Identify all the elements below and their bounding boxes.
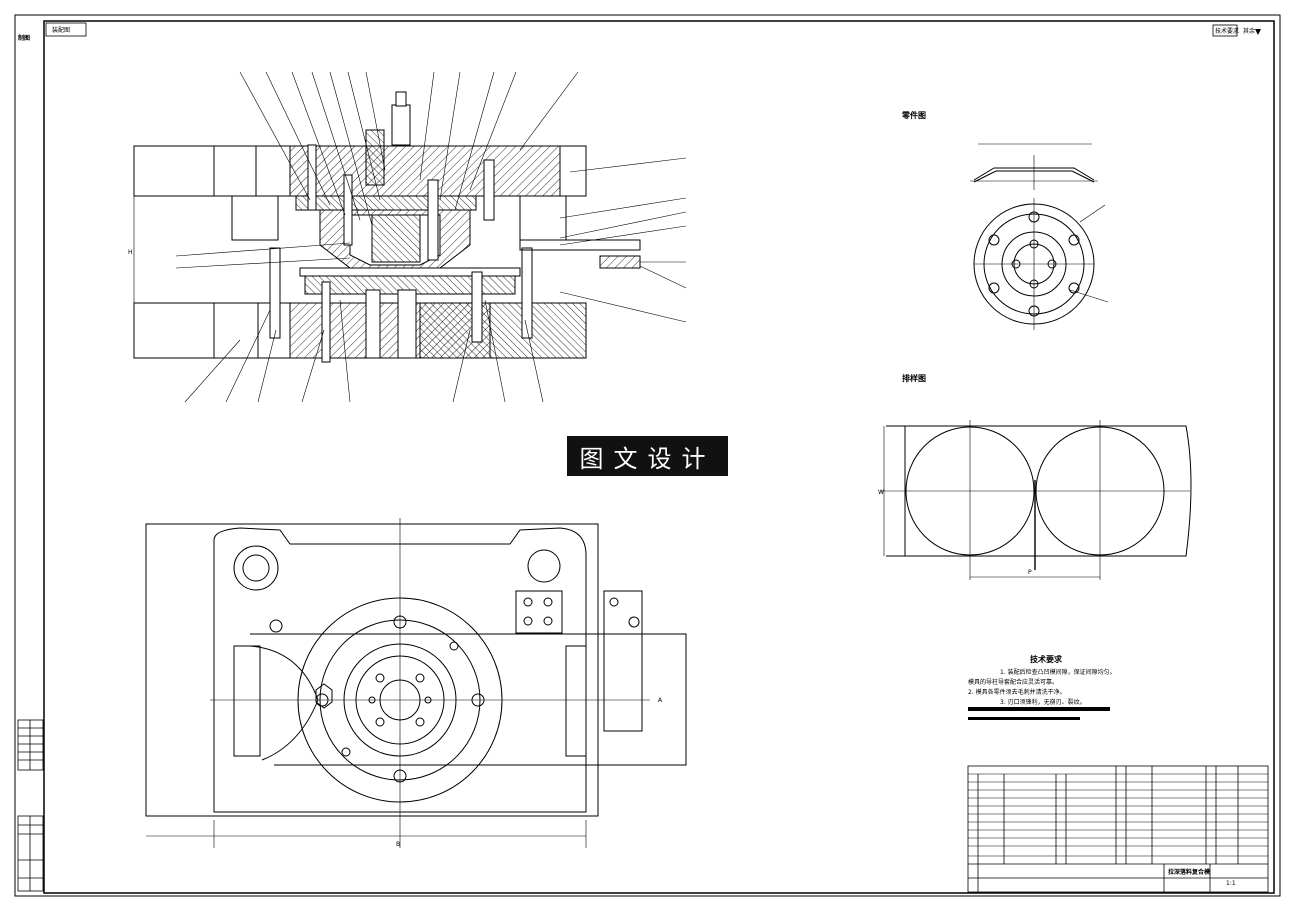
top-left-code: 制图	[18, 34, 30, 42]
tech-req-line-2: 模具的导柱导套配合应灵活可靠。	[968, 678, 1058, 686]
drawing-name: 拉深落料复合模	[1168, 868, 1211, 876]
top-right-mark: 其余	[1243, 27, 1255, 35]
overall-height-dim: H	[128, 249, 133, 256]
pitch-dim: P	[1028, 569, 1032, 576]
section-view	[133, 71, 687, 403]
drawing-scale: 1:1	[1226, 880, 1236, 887]
tech-req-bar-1	[968, 707, 1110, 711]
part-drawing	[970, 143, 1109, 330]
part-drawing-label: 零件图	[901, 110, 926, 120]
left-margin-table	[17, 719, 44, 892]
inner-frame	[43, 20, 1275, 894]
top-left-box-text: 装配图	[52, 26, 70, 34]
layout-drawing-label: 排样图	[902, 373, 926, 383]
parts-list-table	[967, 765, 1269, 893]
tech-req-line-4: 3. 刃口须锋利，无崩刃、裂纹。	[1000, 698, 1086, 706]
tech-req-line-3: 2. 模具各零件须去毛刺并清洗干净。	[968, 688, 1066, 696]
layout-drawing	[880, 420, 1192, 580]
section-mark: A	[658, 697, 663, 704]
top-right-box-text: 技术要求	[1215, 27, 1239, 35]
watermark: 图文设计	[567, 436, 728, 476]
layout-width-dim: W	[878, 489, 884, 496]
roughness-symbol-icon	[1255, 29, 1261, 35]
tech-req-heading: 技术要求	[1030, 654, 1063, 664]
tech-req-line-1: 1. 装配后检查凸凹模间隙，保证间隙均匀。	[1000, 668, 1116, 676]
plan-view	[145, 518, 687, 848]
parts-list-rows	[968, 773, 1268, 857]
bottom-width-dim: B	[396, 841, 400, 848]
outer-frame	[14, 14, 1281, 897]
tech-req-bar-2	[968, 717, 1080, 720]
